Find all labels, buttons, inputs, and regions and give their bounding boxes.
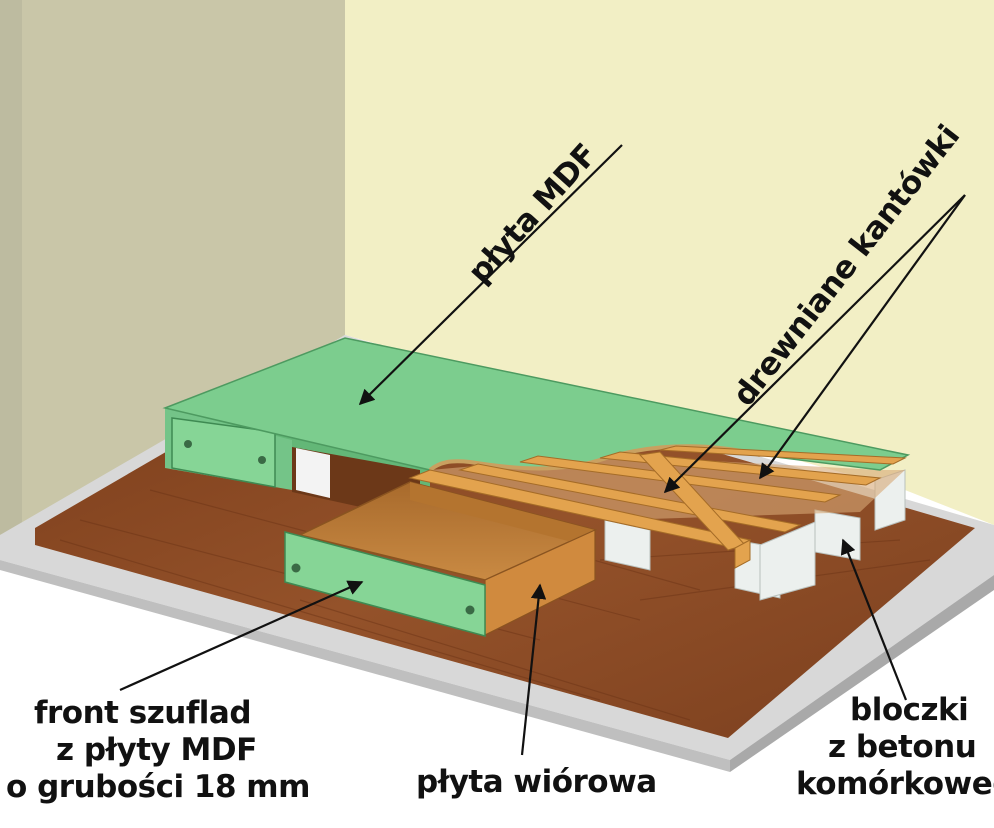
label-bloczki-line3: komórkoweg xyxy=(796,766,994,802)
floor-slab-front xyxy=(0,560,730,772)
arrow-front xyxy=(119,580,364,692)
drawer-front-panel xyxy=(284,531,486,637)
arrow-wiorowa xyxy=(520,583,547,756)
left-drawer-knob-1 xyxy=(184,440,192,448)
arrow-plyta-mdf xyxy=(358,144,623,406)
label-front-line1: front szuflad xyxy=(34,695,251,731)
left-wall xyxy=(0,0,22,535)
left-drawer-front xyxy=(171,417,276,488)
label-bloczki-line2: z betonu xyxy=(828,729,976,765)
drawer-back-wall xyxy=(410,482,595,548)
label-plyta-wiorowa: płyta wiórowa xyxy=(416,764,657,800)
arrow-bloczki xyxy=(840,538,908,701)
drawer-knob-right xyxy=(465,605,475,615)
arrow-kantowki-1 xyxy=(759,194,966,480)
arrow-kantowki-2 xyxy=(663,194,966,494)
label-front-line3: o grubości 18 mm xyxy=(6,769,310,805)
left-wall-inner xyxy=(22,0,345,528)
label-bloczki-line1: bloczki xyxy=(850,692,968,728)
label-front-line2: z płyty MDF xyxy=(56,732,257,768)
floor-slab-right xyxy=(730,575,994,772)
drawer-knob-left xyxy=(291,563,301,573)
back-wall xyxy=(345,0,994,525)
cavity-white-wall xyxy=(296,448,330,498)
left-drawer-knob-2 xyxy=(258,456,266,464)
leader-lines xyxy=(119,144,966,756)
